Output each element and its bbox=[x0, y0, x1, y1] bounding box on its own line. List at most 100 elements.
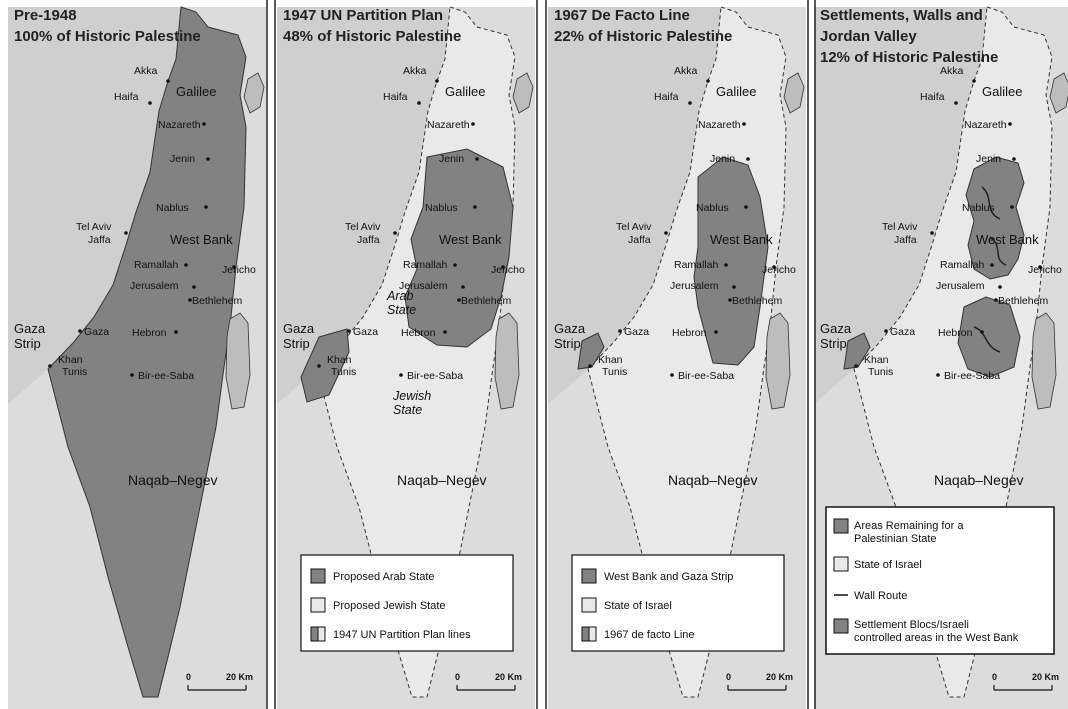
panel-1-label-tunis: Tunis bbox=[331, 366, 356, 378]
panel-0-label-jerusalem: Jerusalem bbox=[130, 280, 179, 292]
panel-1-dot-hebron bbox=[443, 330, 447, 334]
panel-3-label-tunis: Tunis bbox=[868, 366, 893, 378]
panel-0-label-nazareth: Nazareth bbox=[158, 119, 201, 131]
panel-0-dot-ramallah bbox=[184, 263, 188, 267]
panel-0-dot-bethlehem bbox=[188, 298, 192, 302]
panel-3-label-nablus: Nablus bbox=[962, 202, 995, 214]
panel-0-label-akka: Akka bbox=[134, 65, 158, 77]
panel-2-label-jericho: Jericho bbox=[762, 264, 796, 276]
panel-0-dot-khan bbox=[48, 364, 52, 368]
panel-1-label-jewish-1: Jewish bbox=[392, 389, 431, 403]
panel-1-label-galilee: Galilee bbox=[445, 84, 485, 99]
panel-3-label-jericho: Jericho bbox=[1028, 264, 1062, 276]
panel-2-label-galilee: Galilee bbox=[716, 84, 756, 99]
panel-3-title-line2: Jordan Valley bbox=[820, 28, 917, 45]
panel-3-label-akka: Akka bbox=[940, 65, 964, 77]
panel-3-legend-swatch-0 bbox=[833, 518, 849, 534]
panel-3-dot-ramallah bbox=[990, 263, 994, 267]
panel-1-label-negev: Naqab–Negev bbox=[397, 472, 487, 488]
panel-0-dot-jenin bbox=[206, 157, 210, 161]
panel-3-dot-bir bbox=[936, 373, 940, 377]
panel-0-label-gaza-strip-1: Gaza bbox=[14, 321, 46, 336]
panel-2-label-jaffa: Jaffa bbox=[628, 234, 651, 246]
panel-2-label-gaza-strip-2: Strip bbox=[554, 336, 581, 351]
panel-3-label-jaffa: Jaffa bbox=[894, 234, 917, 246]
panel-0-dot-jerusalem bbox=[192, 285, 196, 289]
panel-3-label-jerusalem: Jerusalem bbox=[936, 280, 985, 292]
panel-2-dot-bethlehem bbox=[728, 298, 732, 302]
panel-1-label-jerusalem: Jerusalem bbox=[399, 280, 448, 292]
panel-1-dot-ramallah bbox=[453, 263, 457, 267]
panel-2-dot-bir bbox=[670, 373, 674, 377]
panel-3-label-gaza-strip-2: Strip bbox=[820, 336, 847, 351]
panel-3-dot-gaza bbox=[884, 329, 888, 333]
panel-1-legend-label-0: Proposed Arab State bbox=[333, 571, 435, 583]
panel-2-dot-khan bbox=[588, 364, 592, 368]
panel-1-label-jaffa: Jaffa bbox=[357, 234, 380, 246]
panel-1-scale-km: 20 Km bbox=[495, 672, 522, 682]
panel-0-label-gaza-strip-2: Strip bbox=[14, 336, 41, 351]
panel-3-dot-jericho bbox=[1038, 265, 1042, 269]
panel-2-label-ramallah: Ramallah bbox=[674, 259, 719, 271]
panel-2-dot-akka bbox=[706, 79, 710, 83]
panel-2-dot-ramallah bbox=[724, 263, 728, 267]
panel-3-legend-label-1: State of Israel bbox=[854, 559, 922, 571]
panel-3-dot-bethlehem bbox=[994, 298, 998, 302]
panel-2-legend-label-2: 1967 de facto Line bbox=[604, 629, 695, 641]
panel-1-label-jewish-2: State bbox=[393, 403, 422, 417]
panel-2-label-gaza: Gaza bbox=[624, 326, 649, 338]
panel-2-dot-jericho bbox=[772, 265, 776, 269]
panel-2-label-khan: Khan bbox=[598, 354, 623, 366]
panel-1-label-bir: Bir-ee-Saba bbox=[407, 370, 463, 382]
panel-2-legend-swatch-1 bbox=[581, 597, 597, 613]
panel-3-dot-jerusalem bbox=[998, 285, 1002, 289]
panel-2-legend-box bbox=[571, 554, 785, 652]
panel-3-label-bethlehem: Bethlehem bbox=[998, 295, 1048, 307]
panel-3-label-gaza-strip-1: Gaza bbox=[820, 321, 852, 336]
panel-1-label-gaza: Gaza bbox=[353, 326, 378, 338]
panel-3-dot-nazareth bbox=[1008, 122, 1012, 126]
panel-1-label-khan: Khan bbox=[327, 354, 352, 366]
panel-2-title-line2: 22% of Historic Palestine bbox=[554, 28, 732, 45]
panel-2-legend-label-0: West Bank and Gaza Strip bbox=[604, 571, 733, 583]
panel-3-label-west_bank: West Bank bbox=[976, 232, 1039, 247]
panel-1-dot-tel_aviv bbox=[393, 231, 397, 235]
panel-0-dot-akka bbox=[166, 79, 170, 83]
panel-1-dot-gaza bbox=[347, 329, 351, 333]
panel-1-label-akka: Akka bbox=[403, 65, 427, 77]
panel-1-dot-bethlehem bbox=[457, 298, 461, 302]
panel-0-label-nablus: Nablus bbox=[156, 202, 189, 214]
panel-1-legend-label-1: Proposed Jewish State bbox=[333, 600, 446, 612]
panel-2-dot-nablus bbox=[744, 205, 748, 209]
panel-0-dot-bir bbox=[130, 373, 134, 377]
panel-3-dot-jenin bbox=[1012, 157, 1016, 161]
panel-0-label-bir: Bir-ee-Saba bbox=[138, 370, 194, 382]
panel-3-legend-label-0b: Palestinian State bbox=[854, 533, 937, 545]
panel-0-label-gaza: Gaza bbox=[84, 326, 109, 338]
panel-1-dot-nazareth bbox=[471, 122, 475, 126]
panel-1-label-jenin: Jenin bbox=[439, 153, 464, 165]
panel-1-dot-bir bbox=[399, 373, 403, 377]
panel-1-label-bethlehem: Bethlehem bbox=[461, 295, 511, 307]
panel-0-label-west_bank: West Bank bbox=[170, 232, 233, 247]
panel-2-dot-nazareth bbox=[742, 122, 746, 126]
panel-3-label-khan: Khan bbox=[864, 354, 889, 366]
panel-2-scale-km: 20 Km bbox=[766, 672, 793, 682]
panel-3-legend-box bbox=[825, 506, 1055, 655]
panel-0-dot-jericho bbox=[232, 265, 236, 269]
panel-3-legend-label-3a: Settlement Blocs/Israeli bbox=[854, 619, 969, 631]
panel-0-dot-nazareth bbox=[202, 122, 206, 126]
panel-1-label-jericho: Jericho bbox=[491, 264, 525, 276]
panel-0-label-jaffa: Jaffa bbox=[88, 234, 111, 246]
panel-2-dot-jerusalem bbox=[732, 285, 736, 289]
panel-0-label-hebron: Hebron bbox=[132, 327, 167, 339]
panel-1-dot-khan bbox=[317, 364, 321, 368]
panel-1-dot-jenin bbox=[475, 157, 479, 161]
panel-1-dot-akka bbox=[435, 79, 439, 83]
panel-1-label-arab-1: Arab bbox=[386, 289, 413, 303]
panel-3-label-hebron: Hebron bbox=[938, 327, 973, 339]
